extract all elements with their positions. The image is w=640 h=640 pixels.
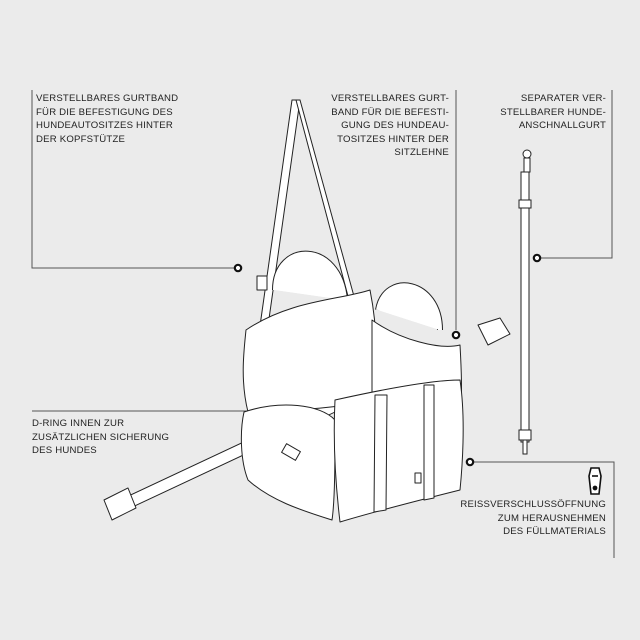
dog-car-seat-illustration bbox=[103, 99, 511, 523]
callout-leash: SEPARATER VER- STELLBARER HUNDE- ANSCHNA… bbox=[500, 93, 606, 131]
callout-line-zipper bbox=[474, 461, 615, 558]
buckle-left bbox=[103, 487, 137, 521]
headrest-strap bbox=[257, 99, 301, 341]
callout-line-leash bbox=[541, 90, 613, 259]
seat-front-right bbox=[333, 379, 464, 523]
side-label bbox=[414, 472, 422, 484]
handle-strap-left bbox=[373, 394, 388, 513]
buckle-right bbox=[477, 317, 511, 346]
brand-label bbox=[281, 443, 301, 461]
callout-seatback-strap: VERSTELLBARES GURT- BAND FÜR DIE BEFESTI… bbox=[331, 93, 449, 158]
callout-d-ring: D-RING INNEN ZUR ZUSÄTZLICHEN SICHERUNG … bbox=[32, 418, 170, 456]
strap-buckle bbox=[256, 275, 268, 291]
callout-zipper: REISSVERSCHLUSSÖFFNUNG ZUM HERAUSNEHMEN … bbox=[460, 499, 606, 537]
callout-headrest-strap: VERSTELLBARES GURTBAND FÜR DIE BEFESTIGU… bbox=[36, 93, 179, 145]
seat-front-left bbox=[240, 404, 336, 521]
handle-strap-right bbox=[423, 384, 435, 501]
callout-line-headrest bbox=[31, 90, 234, 269]
zipper-pull-icon bbox=[588, 467, 602, 495]
leash-illustration bbox=[518, 149, 532, 455]
